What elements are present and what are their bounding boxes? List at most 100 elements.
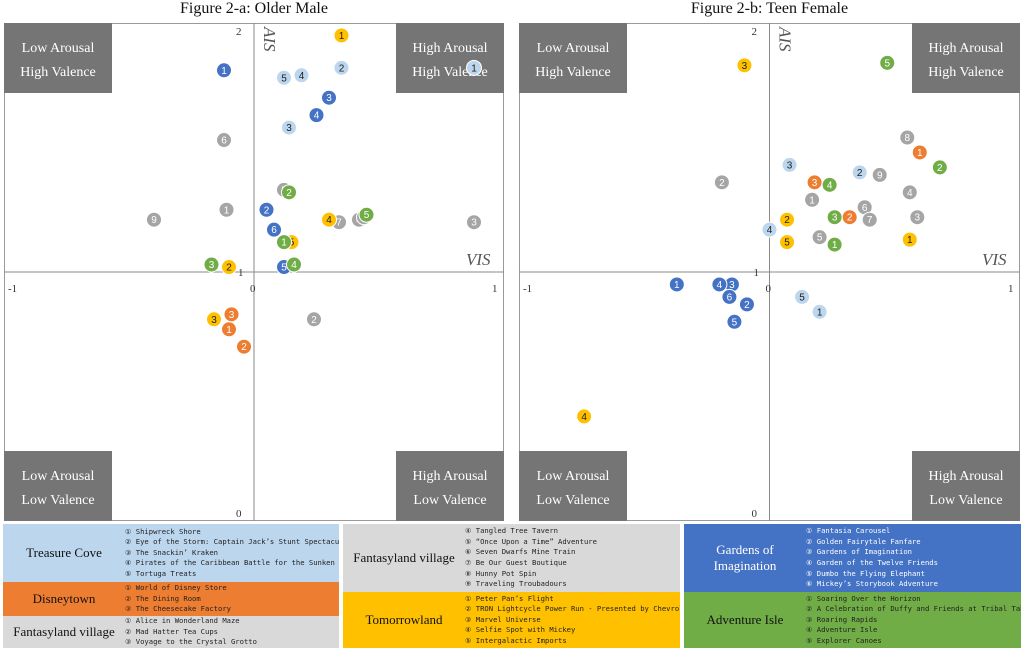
x-tick-label: 1 (492, 283, 498, 295)
data-point-marker (281, 184, 297, 201)
data-point-marker (804, 191, 821, 208)
data-point-label: 3 (326, 93, 332, 104)
data-point-marker (258, 201, 275, 218)
legend-item: ③ Gardens of Imagination (806, 547, 912, 557)
data-point-label: 5 (799, 292, 805, 303)
legend-item-list: ④ Tangled Tree Tavern ⑤ “Once Upon a Tim… (465, 526, 597, 590)
data-point-label: 5 (784, 238, 790, 249)
legend-item: ⑧ Hunny Pot Spin (465, 568, 537, 578)
data-point-label: 2 (784, 215, 790, 226)
quadrant-label-line: Low Valence (413, 493, 486, 508)
quadrant-label-box (4, 23, 112, 93)
data-point-label: 1 (224, 205, 230, 216)
data-point: 3 (321, 89, 337, 106)
data-point: 3 (466, 214, 482, 231)
legend-right: Gardens of Imagination ① Fantasia Carous… (684, 524, 1021, 648)
data-point-marker (668, 276, 685, 293)
data-point-label: 2 (719, 178, 725, 189)
data-point: 1 (826, 236, 843, 253)
data-point-marker (146, 211, 162, 228)
data-point-marker (221, 259, 237, 276)
legend-category-label: Disneytown (32, 591, 96, 606)
legend-item: ④ Garden of the Twelve Friends (806, 558, 938, 567)
legend-item: ③ Roaring Rapids (806, 614, 878, 624)
figure-2b-title: Figure 2-b: Teen Female (690, 0, 849, 17)
data-point: 3 (223, 306, 240, 323)
y-axis-title: AIS (776, 26, 795, 52)
data-point: 4 (901, 184, 918, 201)
data-point-label: 4 (767, 225, 773, 236)
legend-item: ② TRON Lightcycle Power Run - Presented … (465, 604, 680, 614)
data-point: 5 (879, 54, 896, 71)
data-point-label: 1 (226, 325, 232, 336)
data-point-label: 3 (729, 280, 735, 291)
x-tick-label: 1 (1008, 283, 1014, 295)
legend-category-label: Treasure Cove (26, 545, 102, 560)
data-point: 3 (781, 156, 798, 173)
quadrant-label-line: Low Valence (21, 493, 94, 508)
quadrant-label-line: Low Valence (536, 493, 609, 508)
data-point-label: 7 (336, 218, 342, 229)
data-point-label: 8 (904, 133, 910, 144)
y-axis-title: AIS (260, 26, 279, 52)
legend-group-fantasyland-village-2: Fantasyland village ④ Tangled Tree Taver… (343, 524, 680, 592)
data-point: 5 (726, 313, 743, 330)
quadrant-label-box (4, 451, 112, 521)
data-point: 1 (216, 62, 232, 79)
data-point: 2 (306, 311, 322, 328)
data-point: 9 (871, 166, 888, 183)
data-point-marker (466, 59, 482, 76)
data-point-label: 9 (877, 170, 883, 181)
data-point: 2 (281, 184, 297, 201)
y-tick-label: 2 (752, 26, 758, 38)
data-point: 1 (333, 27, 350, 44)
data-point-label: 6 (221, 136, 227, 147)
legend-item: ⑥ Seven Dwarfs Mine Train (465, 547, 576, 557)
data-point-marker (281, 119, 297, 136)
data-point-label: 1 (471, 63, 477, 74)
data-point: 4 (308, 107, 325, 124)
data-point-label: 3 (742, 61, 748, 72)
data-point-label: 5 (817, 233, 823, 244)
legend-category-label: Fantasyland village (353, 550, 455, 565)
data-point-marker (826, 236, 843, 253)
data-point: 3 (206, 311, 222, 328)
legend-item: ④ Tangled Tree Tavern (465, 526, 558, 536)
data-point: 1 (901, 231, 918, 248)
data-point: 1 (811, 303, 828, 320)
data-point: 5 (358, 206, 375, 223)
data-point: 2 (738, 296, 755, 313)
data-point: 5 (811, 229, 828, 246)
data-point-marker (358, 206, 375, 223)
legend-group-tomorrowland: Tomorrowland ① Peter Pan’s Flight ② TRON… (343, 592, 680, 648)
legend-item-list: ① Shipwreck Shore ② Eye of the Storm: Ca… (125, 527, 339, 580)
data-point-marker (266, 221, 282, 238)
data-point: 2 (258, 201, 275, 218)
data-point-marker (713, 174, 730, 191)
quadrant-label-box (912, 451, 1020, 521)
data-point-marker (276, 234, 292, 251)
figure-2a-title: Figure 2-a: Older Male (180, 0, 328, 17)
data-point: 2 (236, 338, 252, 355)
quadrant-label-line: High Arousal (412, 41, 487, 56)
data-point: 4 (711, 276, 728, 293)
legend-item: ④ Pirates of the Caribbean Battle for th… (125, 558, 339, 568)
data-point-marker (711, 276, 728, 293)
data-point-label: 2 (264, 205, 270, 216)
y-tick-label: 1 (754, 267, 760, 279)
legend-item: ⑤ Explorer Canoes (806, 635, 882, 645)
legend-item: ② Golden Fairytale Fanfare (806, 536, 921, 546)
data-point: 6 (721, 288, 738, 305)
